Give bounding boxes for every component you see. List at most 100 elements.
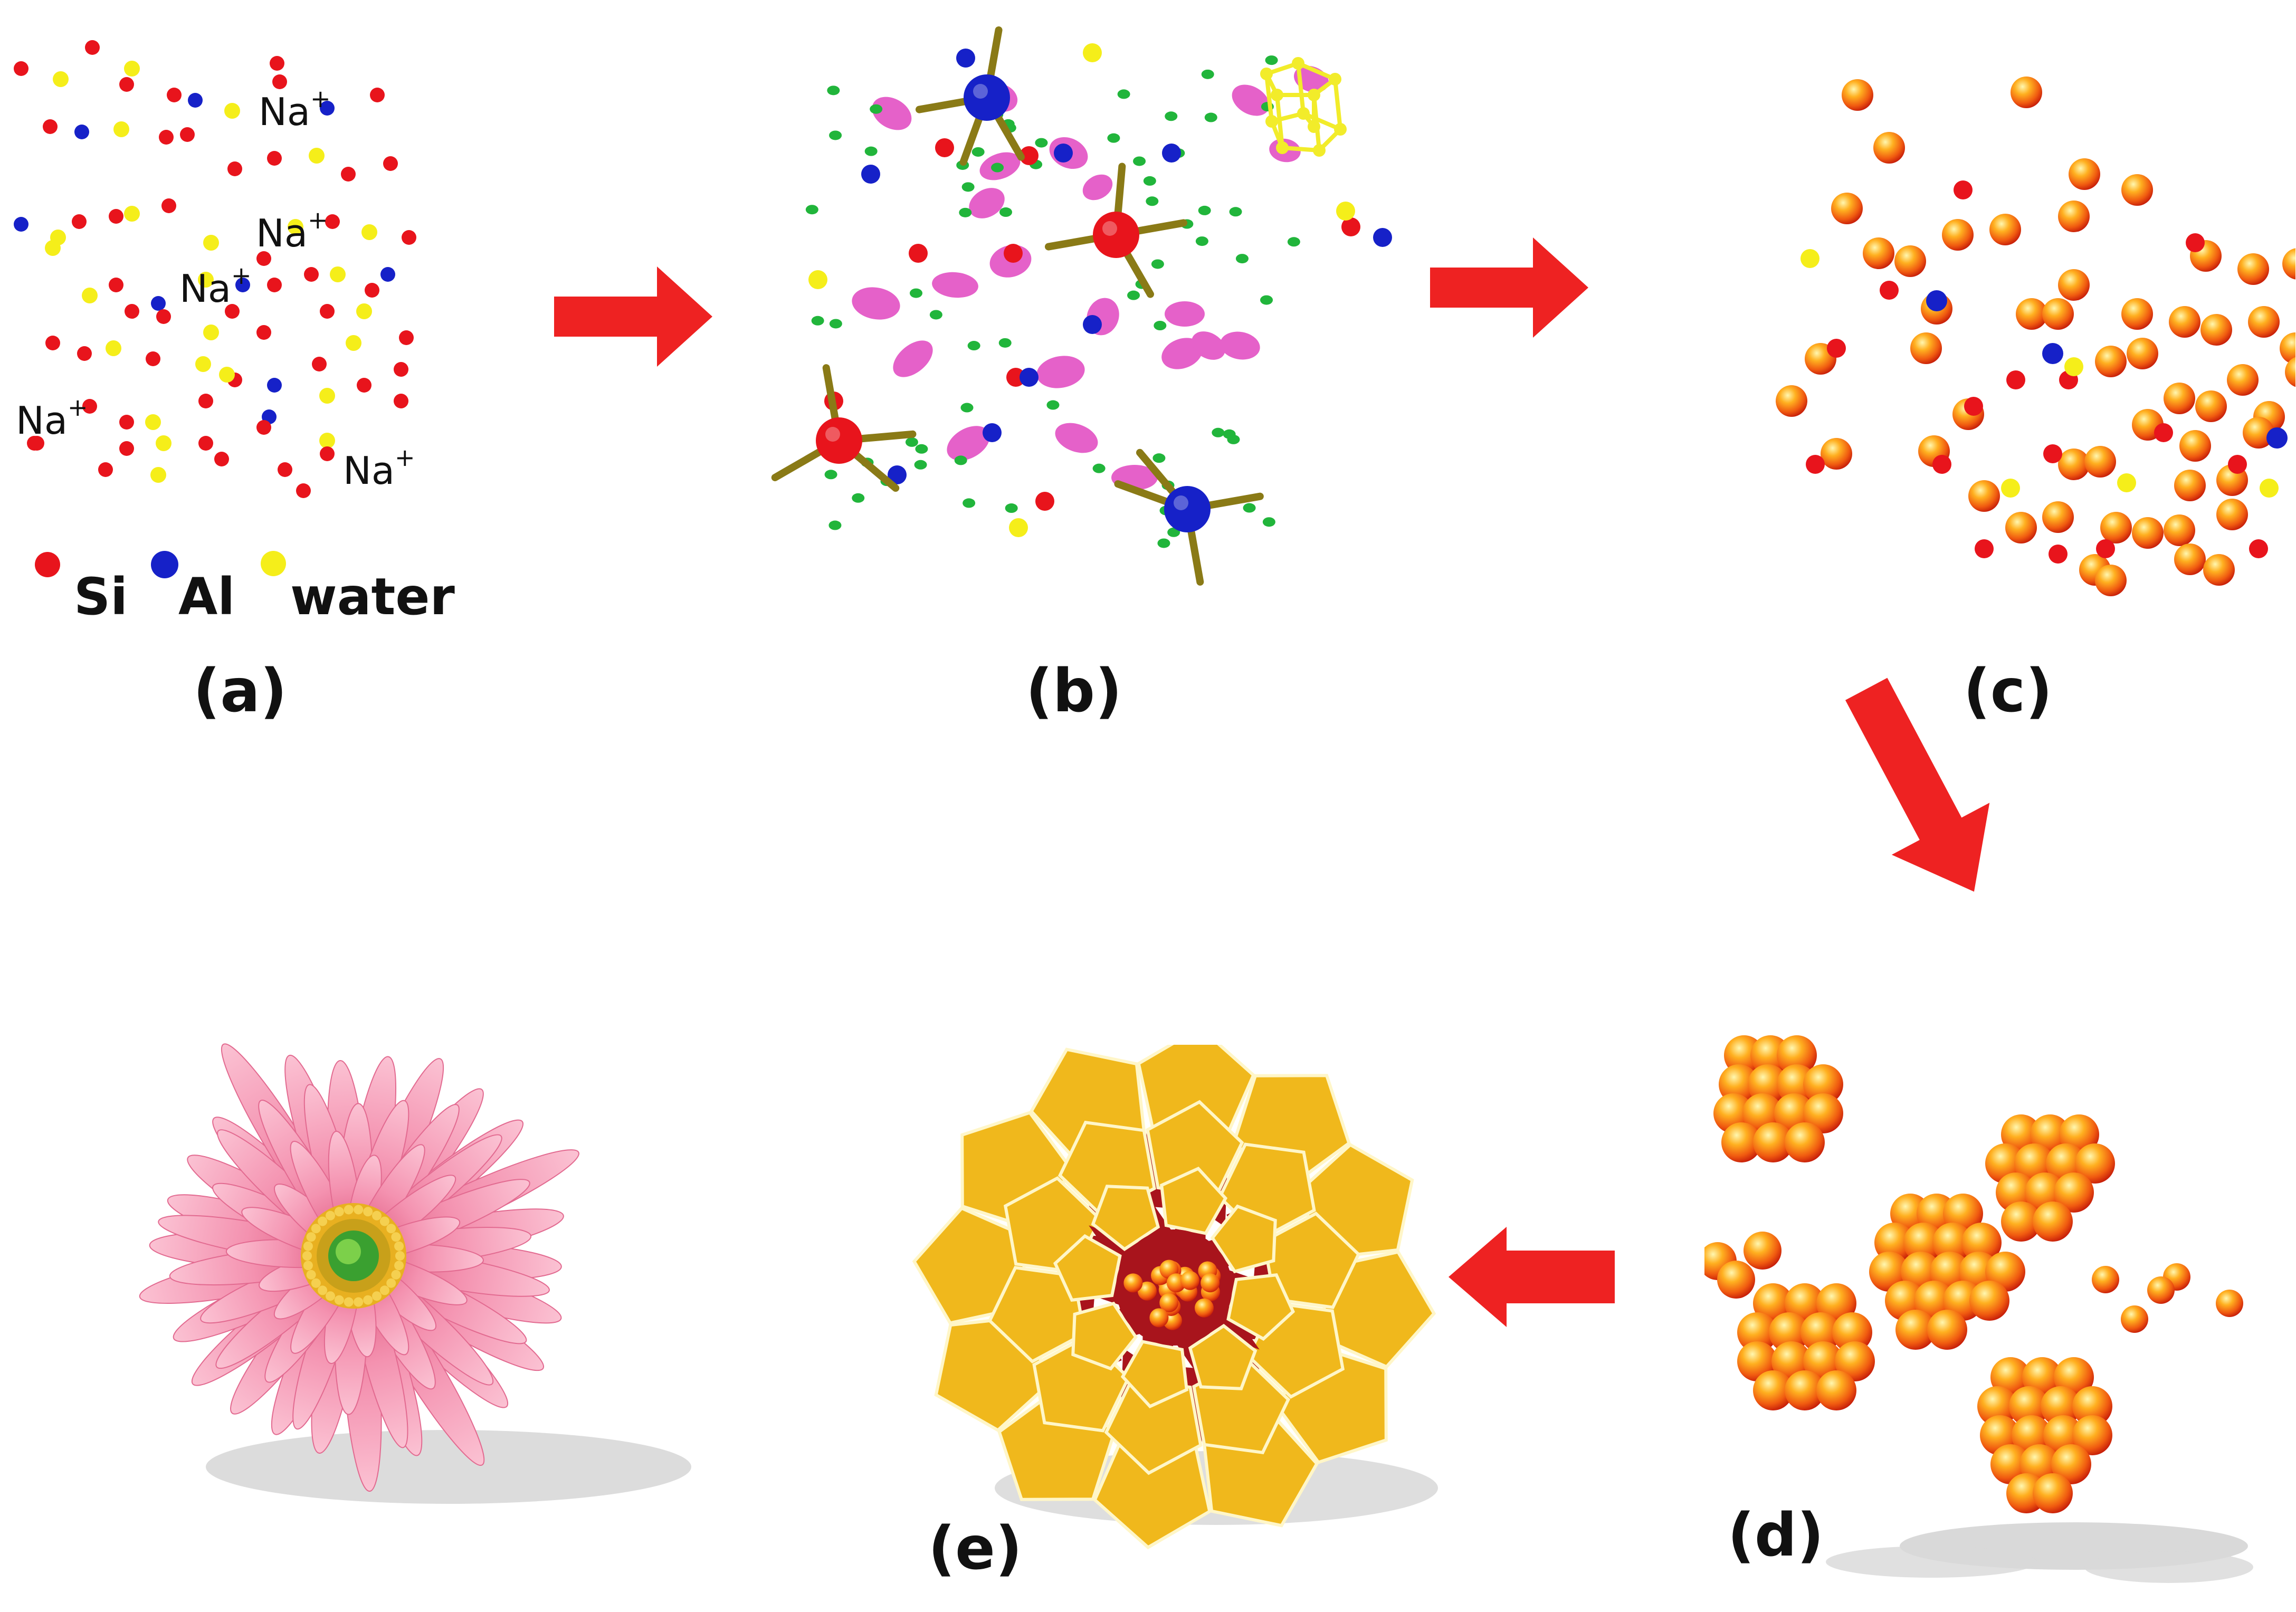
right-arrow-icon [1430, 237, 1588, 338]
al-atom [888, 465, 907, 484]
nanoparticle-sphere [1737, 1312, 1777, 1352]
nanoparticle-sphere [2127, 338, 2158, 369]
al-atom [267, 378, 282, 393]
si-atom [1006, 368, 1025, 387]
nanoparticle-sphere [2282, 248, 2295, 280]
nanoparticle-sphere [2095, 346, 2127, 377]
nanoparticle-sphere [2095, 565, 2127, 596]
green-dot [852, 493, 865, 503]
green-dot [959, 207, 972, 217]
water-atom [53, 71, 69, 87]
nanoparticle-sphere [2121, 298, 2153, 330]
nanoparticle-sphere [1873, 132, 1905, 164]
green-dot [870, 104, 883, 114]
si-legend-dot [35, 552, 60, 577]
nanoparticle-sphere [2069, 158, 2100, 190]
si-atom [365, 283, 379, 298]
na-ion-label: Na+ [16, 393, 88, 443]
tetrahedron-center [816, 417, 862, 464]
nanoparticle-sphere [1721, 1122, 1761, 1162]
si-atom [45, 336, 60, 350]
stamen [391, 1232, 401, 1242]
sodalite-polyhedron [1071, 1301, 1138, 1371]
nanoparticle-sphere [1744, 1232, 1781, 1270]
water-atom [124, 206, 140, 222]
nanoparticle-sphere [2001, 1201, 2041, 1242]
cage-edge [1297, 61, 1336, 81]
nanoparticle-sphere [2042, 298, 2074, 330]
green-dot [971, 147, 985, 157]
water-atom [203, 325, 219, 340]
water-atom [219, 367, 235, 383]
oligomer-ellipse [1161, 338, 1203, 369]
stamen [303, 1241, 313, 1251]
oligomer-ellipse [969, 188, 1005, 218]
nanoparticle-sphere [1776, 385, 1807, 417]
nanoparticle-sphere [1803, 1093, 1843, 1133]
green-dot [1243, 503, 1256, 513]
cage-edge [1333, 79, 1342, 130]
stamen [311, 1278, 321, 1288]
nanoparticle-sphere [1816, 1370, 1856, 1410]
green-dot [963, 498, 976, 508]
nanoparticle-sphere [1201, 1273, 1220, 1293]
water-atom [330, 266, 346, 282]
nanoparticle-sphere [1932, 1223, 1973, 1263]
nanoparticle-sphere [1800, 1312, 1841, 1352]
nanoparticle-sphere [2174, 543, 2206, 575]
nanoparticle-sphere [2243, 417, 2274, 449]
al-atom [380, 267, 395, 282]
oligomer-ellipse [852, 287, 900, 320]
cage-node [1334, 123, 1347, 136]
green-dot [960, 403, 974, 413]
si-atom [125, 304, 139, 319]
green-dot [1035, 138, 1048, 148]
nanoparticle-sphere [2174, 470, 2206, 501]
stamen [318, 1216, 328, 1226]
nanoparticle-sphere [1717, 1261, 1755, 1299]
stamen [386, 1224, 396, 1234]
green-dot [1235, 254, 1249, 264]
legend-water-label: water [290, 567, 455, 626]
green-dot [1265, 55, 1278, 65]
nanoparticle-sphere [1831, 193, 1863, 224]
water-molecule [1800, 249, 1819, 268]
si-atom [1932, 455, 1951, 474]
nanoparticle-sphere [2216, 1290, 2243, 1317]
si-atom [109, 278, 123, 292]
si-atom [909, 244, 928, 263]
oligomer-ellipse [947, 426, 990, 461]
nanoparticle-sphere [2041, 1386, 2081, 1426]
nanoparticle-sphere [1961, 1223, 2002, 1263]
green-dot [915, 444, 928, 454]
water-atom [45, 240, 61, 256]
si-atom [2043, 444, 2062, 463]
left-arrow-icon [1449, 1227, 1615, 1327]
nanoparticle-sphere [2058, 269, 2090, 301]
si-atom [1020, 146, 1039, 165]
stamen [302, 1251, 312, 1261]
tetrahedron-center [1164, 486, 1211, 532]
si-atom [156, 309, 171, 324]
cage-node [1297, 107, 1310, 120]
al-atom [151, 296, 166, 311]
nanoparticle-sphere [2164, 383, 2195, 414]
na-ion-label: Na+ [343, 443, 415, 493]
stamen [344, 1297, 354, 1307]
oligomer-ellipse [932, 272, 978, 298]
stamen [363, 1295, 373, 1305]
highlight [1174, 495, 1188, 510]
cage-node [1276, 141, 1289, 154]
green-dot [1092, 463, 1106, 473]
green-dot [1198, 205, 1211, 215]
green-dot [829, 319, 842, 329]
si-atom [304, 267, 319, 282]
stamen [326, 1291, 335, 1301]
water-atom [150, 467, 166, 483]
nanoparticle-sphere [2285, 357, 2295, 387]
water-atom [124, 61, 140, 77]
stamen [379, 1216, 389, 1226]
green-dot [805, 205, 818, 215]
water-atom [361, 224, 377, 240]
oligomer-ellipse [1036, 356, 1085, 388]
